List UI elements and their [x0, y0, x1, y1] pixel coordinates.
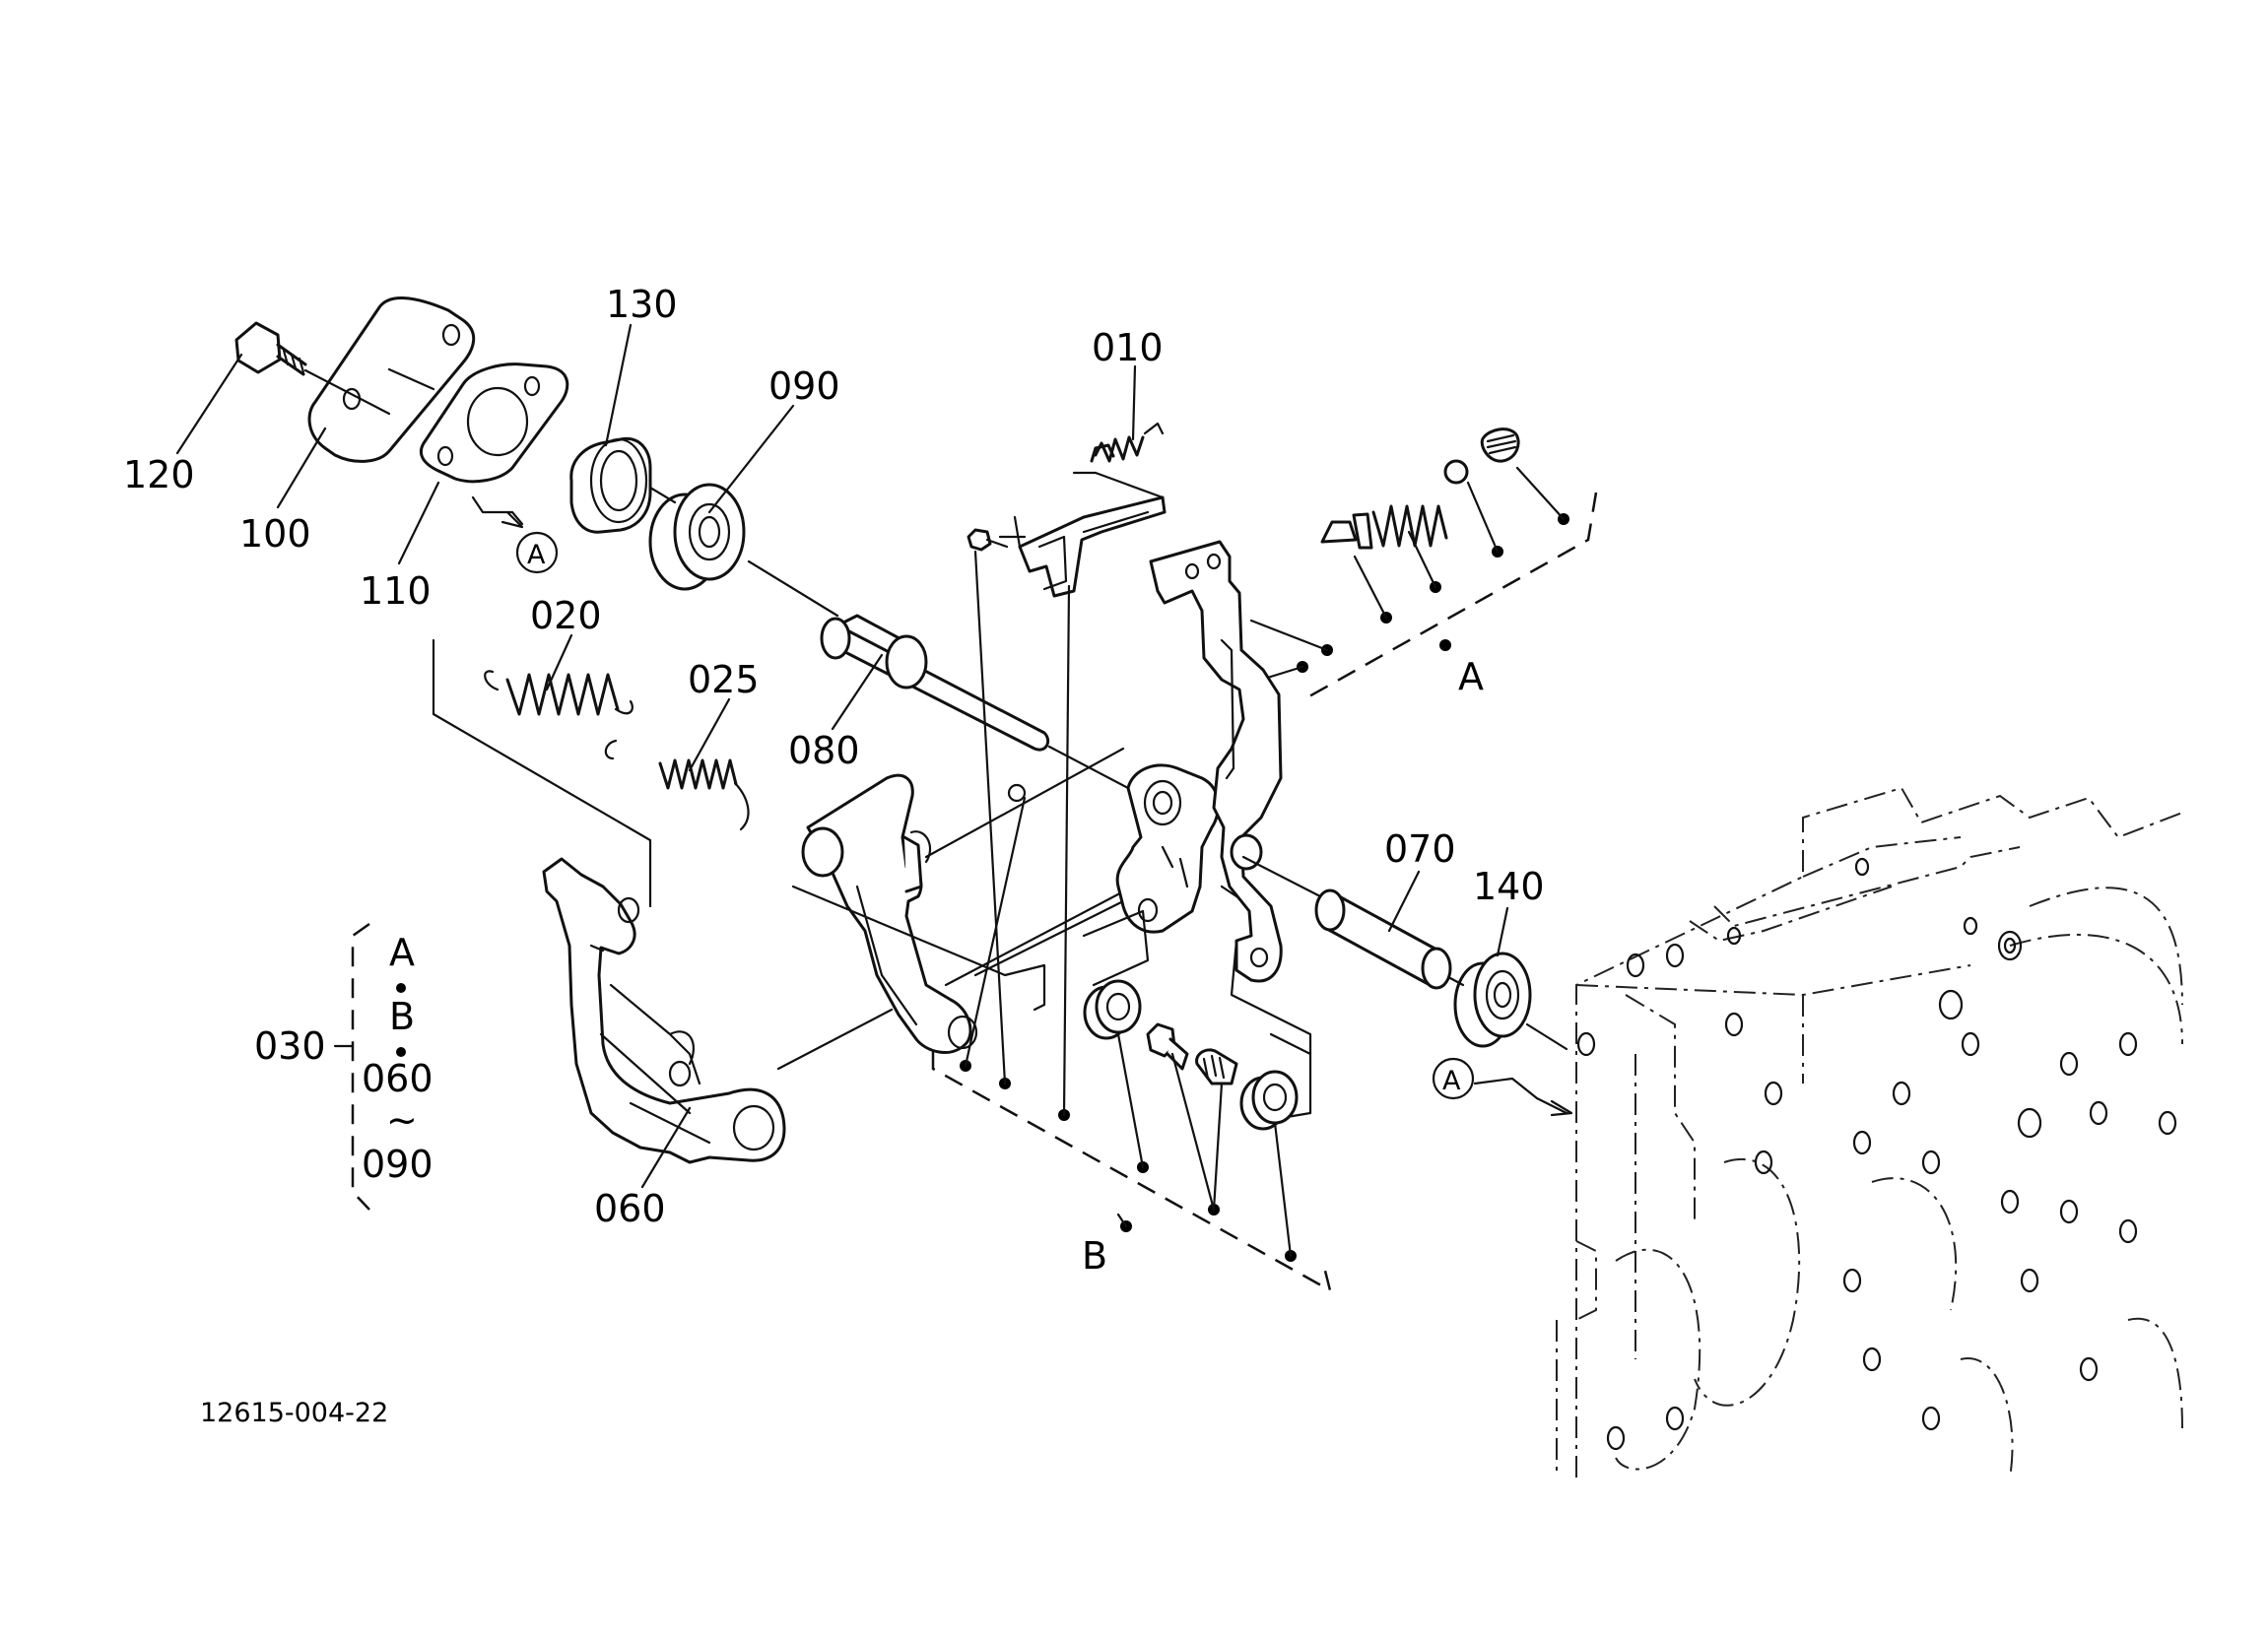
callout-a-left-letter: A: [527, 540, 546, 570]
governor-lever-plate: [1115, 763, 1221, 934]
label-025: 025: [688, 658, 760, 701]
label-110: 110: [360, 569, 432, 613]
label-140: 140: [1473, 865, 1545, 908]
spring-020: [484, 670, 634, 760]
bearing-090: [648, 483, 746, 591]
label-130: 130: [606, 283, 678, 326]
bearing-140: [1453, 952, 1532, 1048]
governor-fork-lever: [791, 773, 1145, 1054]
group-b-parts: [1082, 909, 1312, 1258]
kit-030-line1: A: [389, 931, 415, 974]
governor-spring-set-a: [1320, 427, 1520, 550]
label-030: 030: [254, 1024, 326, 1068]
kit-030-line4: ~: [386, 1098, 418, 1142]
label-100: 100: [239, 512, 311, 556]
kit-030-bracket: A B 060 ~ 090: [333, 922, 434, 1211]
group-a-marker: A: [1458, 655, 1484, 698]
group-b-marker: B: [1082, 1234, 1107, 1278]
spring-025: [658, 758, 750, 831]
kit-030-line2: B: [389, 995, 415, 1038]
part-labels: 010 020 025 030 060 070 080 090 100 110 …: [123, 283, 1545, 1230]
lever-060: [542, 857, 786, 1164]
group-b-bracket: B: [931, 1019, 1332, 1293]
link-bracket: [967, 471, 1167, 598]
leader-lines: [924, 550, 1125, 1117]
label-120: 120: [123, 453, 195, 496]
speed-control-lever: [1149, 540, 1312, 1120]
label-020: 020: [530, 594, 602, 637]
label-010: 010: [1092, 326, 1164, 369]
kit-030-line5: 090: [362, 1143, 434, 1186]
engine-block: [1556, 786, 2183, 1479]
shaft-080: [820, 614, 1253, 908]
collar-130: [569, 436, 652, 534]
kit-030-line3: 060: [362, 1057, 434, 1100]
bush-070: [1314, 888, 1452, 990]
gasket-110: [419, 362, 569, 484]
label-080: 080: [788, 729, 860, 772]
callout-a-left: A: [471, 495, 559, 574]
group-a-bracket: A: [1249, 466, 1598, 703]
label-090: 090: [768, 364, 840, 408]
label-070: 070: [1384, 827, 1456, 871]
drawing-number: 12615-004-22: [200, 1398, 388, 1428]
callout-a-right: A: [1432, 1057, 1573, 1117]
callout-a-right-letter: A: [1442, 1066, 1461, 1096]
label-060: 060: [594, 1187, 666, 1230]
spring-010: [1090, 422, 1165, 463]
